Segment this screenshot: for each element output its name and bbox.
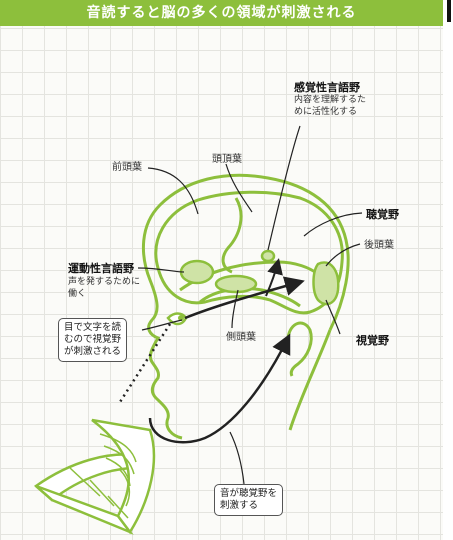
- visual-note-line1: 目で文字を読: [64, 322, 122, 333]
- motor-desc-line2: 働く: [68, 289, 87, 299]
- label-occipital: 後頭葉: [364, 240, 394, 251]
- leader-visual-note: [141, 319, 183, 331]
- leader-auditory-note: [229, 431, 245, 485]
- central-sulcus: [221, 197, 243, 274]
- label-auditory: 聴覚野: [366, 208, 399, 221]
- pupil: [178, 315, 184, 321]
- leader-temporal: [231, 289, 239, 329]
- sight-line: [118, 323, 172, 403]
- leader-occipital: [325, 243, 361, 267]
- neck-line: [288, 329, 332, 431]
- label-temporal: 側頭葉: [226, 332, 256, 343]
- motor-speech-area: [179, 259, 215, 285]
- auditory-path-arrow: [148, 333, 291, 444]
- label-visual: 視覚野: [356, 334, 389, 347]
- temporal-highlight: [214, 274, 258, 294]
- brain-outline: [154, 190, 344, 315]
- label-frontal: 前頭葉: [112, 162, 142, 173]
- label-motor-speech: 運動性言語野: [68, 262, 134, 275]
- sensory-desc-line1: 内容を理解するた: [294, 95, 367, 105]
- leader-visual: [325, 299, 341, 335]
- inner-arrow: [265, 258, 283, 297]
- label-sensory-speech: 感覚性言語野: [294, 81, 360, 94]
- sensory-desc-line2: めに活性化する: [294, 107, 358, 117]
- title-banner: 音読すると脳の多くの領域が刺激される: [0, 0, 443, 26]
- leader-parietal: [225, 163, 253, 213]
- leader-motor: [137, 267, 185, 273]
- visual-note-line3: が刺激される: [64, 346, 122, 357]
- visual-note-line2: むので視覚野: [64, 334, 122, 345]
- label-parietal: 頭頂葉: [212, 154, 242, 165]
- page-edge: [443, 0, 453, 540]
- auditory-path-note: 音が聴覚野を 刺激する: [214, 484, 284, 516]
- edge-mark: [447, 0, 451, 22]
- ear: [286, 321, 313, 377]
- visual-path-note: 目で文字を読 むので視覚野 が刺激される: [58, 318, 128, 362]
- visual-area: [312, 261, 340, 306]
- leader-sensory: [267, 125, 301, 251]
- temporal-lobe-edge: [199, 287, 301, 308]
- auditory-note-line1: 音が聴覚野を: [220, 488, 278, 499]
- auditory-note-line2: 刺激する: [220, 500, 259, 511]
- head-outline: [141, 173, 350, 440]
- auditory-area: [260, 249, 276, 263]
- leader-auditory: [303, 212, 363, 237]
- book-illustration: [33, 418, 156, 535]
- leader-frontal: [147, 167, 199, 215]
- motor-desc-line1: 声を発するために: [68, 277, 141, 287]
